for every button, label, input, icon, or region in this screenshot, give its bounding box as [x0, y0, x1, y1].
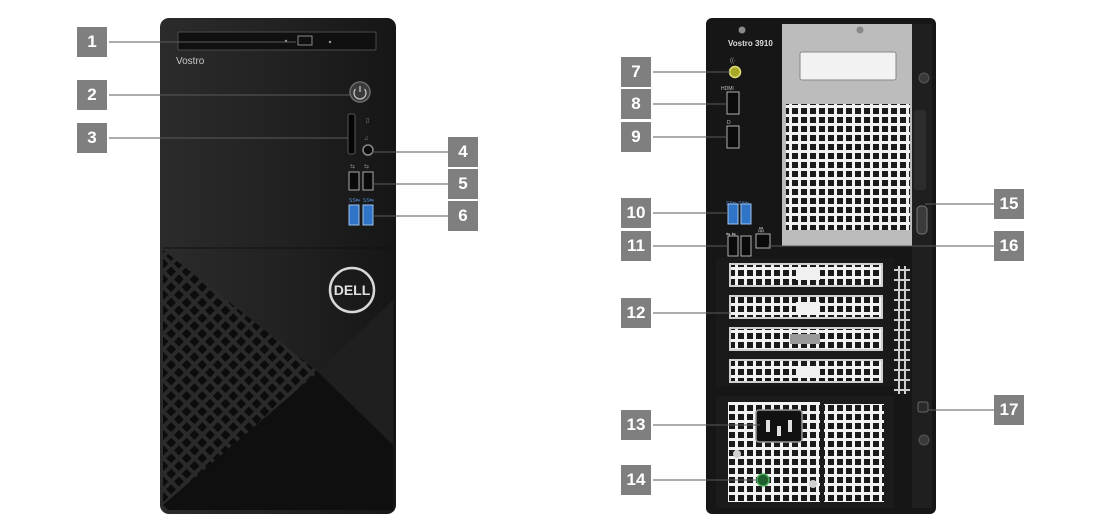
usb-symbol-front-1: ⇆: [350, 163, 355, 170]
callout-12: 12: [621, 298, 651, 328]
rear-handle-cutout: [799, 51, 897, 81]
security-slot-icon: [917, 401, 929, 413]
callout-14: 14: [621, 465, 651, 495]
callout-9: 9: [621, 122, 651, 152]
ethernet-port-icon: [755, 233, 771, 249]
rear-fan-grille: [786, 104, 910, 230]
power-connector-pin: [766, 420, 770, 432]
usb-symbol-front-2: ⇆: [364, 163, 369, 170]
rear-screw-tl: [738, 26, 746, 34]
dp-symbol: D: [727, 120, 731, 126]
line-out-symbol: ((·: [730, 58, 736, 64]
usb-2-port-icon: [348, 171, 360, 191]
rear-side-slot: [914, 110, 926, 190]
usb-3-symbol-front-1: SS⇆: [349, 198, 360, 204]
front-brand-label: Vostro: [176, 56, 205, 67]
optical-drive-icon: [177, 31, 377, 51]
usb-2-port-icon: [362, 171, 374, 191]
line-out-port-icon: [728, 65, 742, 79]
callout-10: 10: [621, 198, 651, 228]
sd-card-slot-icon: [347, 113, 356, 155]
usb-3-port-icon: [362, 204, 374, 226]
slot-cover-plus-1: [796, 270, 820, 280]
hdmi-port-icon: [726, 91, 740, 115]
usb-3-port-icon: [348, 204, 360, 226]
usb-2-port-icon: [740, 235, 752, 257]
psu-screw: [809, 480, 817, 488]
callout-1: 1: [77, 27, 107, 57]
callout-16: 16: [994, 231, 1024, 261]
front-right-facet: [318, 300, 393, 445]
rear-model-label: Vostro 3910: [728, 39, 773, 48]
audio-jack-icon: [362, 144, 374, 156]
callout-5: 5: [448, 169, 478, 199]
callout-11: 11: [621, 231, 651, 261]
usb-2-port-icon: [727, 235, 739, 257]
optical-eject-button: [297, 35, 313, 46]
slot-cover-plus-3: [790, 334, 820, 344]
callout-13: 13: [621, 410, 651, 440]
rear-view: Vostro 3910 ((· HDMI D SS⇆ SS⇆ ⇆ ⇆ 品: [706, 18, 936, 514]
ethernet-symbol: 品: [758, 227, 764, 234]
front-view: ▯ ♫ ⇆ ⇆ SS⇆ SS⇆ DELL Vostro: [160, 18, 396, 514]
rear-screw-bottom: [918, 434, 930, 446]
sd-card-symbol: ▯: [366, 118, 369, 124]
usb-2-symbol-rear: ⇆ ⇆: [726, 232, 736, 238]
slot-cover-plus-2: [796, 302, 820, 312]
power-connector-pin: [788, 420, 792, 432]
headset-symbol: ♫: [364, 136, 369, 142]
callout-7: 7: [621, 57, 651, 87]
usb-3-port-icon: [727, 203, 739, 225]
front-mesh-panel: [163, 250, 318, 505]
callout-4: 4: [448, 137, 478, 167]
rear-screw-tm: [856, 26, 864, 34]
usb-3-symbol-front-2: SS⇆: [363, 198, 374, 204]
front-logo: DELL: [334, 282, 371, 298]
dell-logo-icon: [328, 266, 376, 314]
callout-8: 8: [621, 89, 651, 119]
power-connector-pin: [777, 426, 781, 436]
padlock-ring-icon: [916, 205, 928, 235]
callout-15: 15: [994, 189, 1024, 219]
psu-grille-right: [824, 404, 884, 502]
power-symbol: [353, 86, 367, 100]
slot-cover-plus-4: [796, 366, 820, 376]
front-lower-facet: [163, 372, 393, 510]
callout-2: 2: [77, 80, 107, 110]
leader-lines: [109, 41, 994, 481]
rear-side-vents: [894, 266, 910, 394]
hdmi-symbol: HDMI: [721, 86, 734, 92]
optical-manual-eject-hole: [328, 40, 332, 44]
psu-diagnostic-light-icon: [756, 473, 770, 487]
displayport-icon: [726, 125, 740, 149]
usb-3-port-icon: [740, 203, 752, 225]
psu-screw: [733, 450, 741, 458]
callout-17: 17: [994, 395, 1024, 425]
rear-screw-top: [918, 72, 930, 84]
callout-3: 3: [77, 123, 107, 153]
callout-6: 6: [448, 201, 478, 231]
